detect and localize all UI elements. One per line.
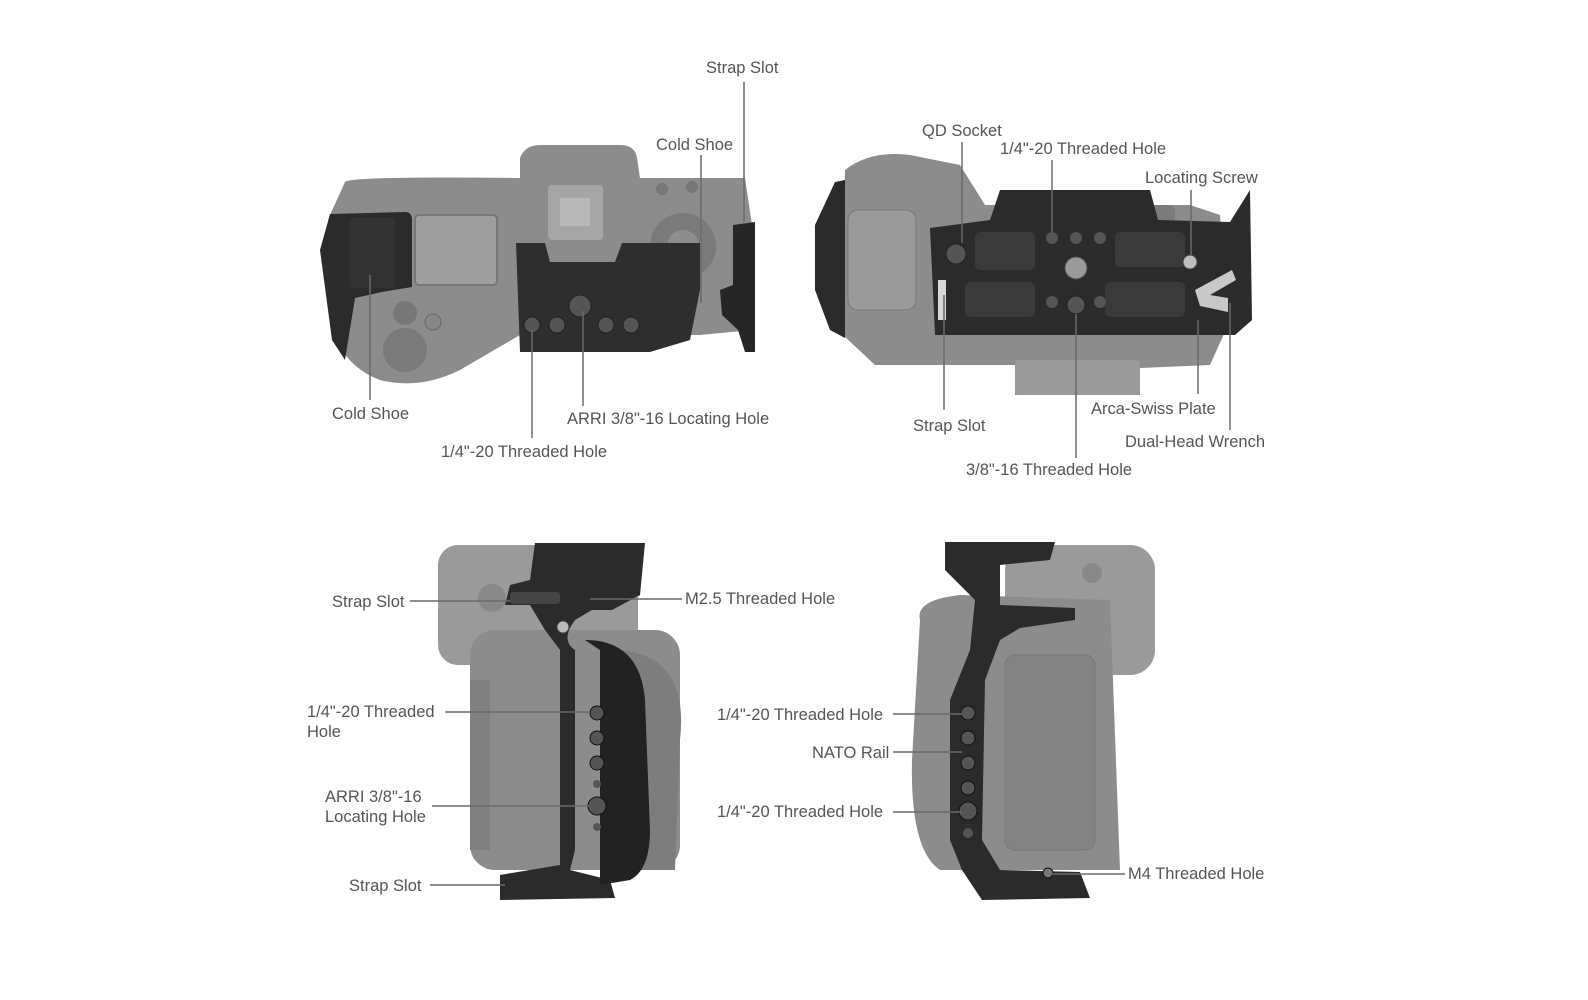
- label-m4-threaded-hole: M4 Threaded Hole: [1128, 865, 1265, 883]
- label-nato-rail: NATO Rail: [812, 744, 890, 762]
- top-view-cage: [320, 212, 755, 360]
- label-threaded-hole: 1/4"-20 Threaded Hole: [717, 706, 884, 724]
- label-threaded-hole: 1/4"-20 Threaded Hole: [717, 803, 884, 821]
- side-right-camera: [911, 545, 1155, 870]
- label-dual-head-wrench: Dual-Head Wrench: [1125, 433, 1266, 451]
- side-left-cage: [500, 543, 650, 900]
- label-m25-threaded-hole: M2.5 Threaded Hole: [685, 590, 836, 608]
- label-cold-shoe: Cold Shoe: [332, 405, 410, 423]
- label-threaded-hole: 1/4"-20 Threaded Hole: [441, 443, 608, 461]
- leader-lines: [369, 82, 1231, 886]
- label-strap-slot: Strap Slot: [913, 417, 986, 435]
- bottom-view-cage: [815, 180, 1252, 338]
- label-strap-slot: Strap Slot: [349, 877, 422, 895]
- label-threaded-hole-38: 3/8"-16 Threaded Hole: [966, 461, 1133, 479]
- label-arri-locating-hole: ARRI 3/8"-16 Locating Hole: [325, 788, 426, 826]
- label-qd-socket: QD Socket: [922, 122, 1002, 140]
- label-strap-slot: Strap Slot: [706, 59, 779, 77]
- side-right-cage: [945, 542, 1090, 900]
- label-threaded-hole: 1/4"-20 Threaded Hole: [307, 703, 435, 741]
- label-strap-slot: Strap Slot: [332, 593, 405, 611]
- label-cold-shoe: Cold Shoe: [656, 136, 734, 154]
- label-arca-swiss-plate: Arca-Swiss Plate: [1091, 400, 1216, 418]
- label-threaded-hole: 1/4"-20 Threaded Hole: [1000, 140, 1167, 158]
- label-arri-locating-hole: ARRI 3/8"-16 Locating Hole: [567, 410, 770, 428]
- label-locating-screw: Locating Screw: [1145, 169, 1258, 187]
